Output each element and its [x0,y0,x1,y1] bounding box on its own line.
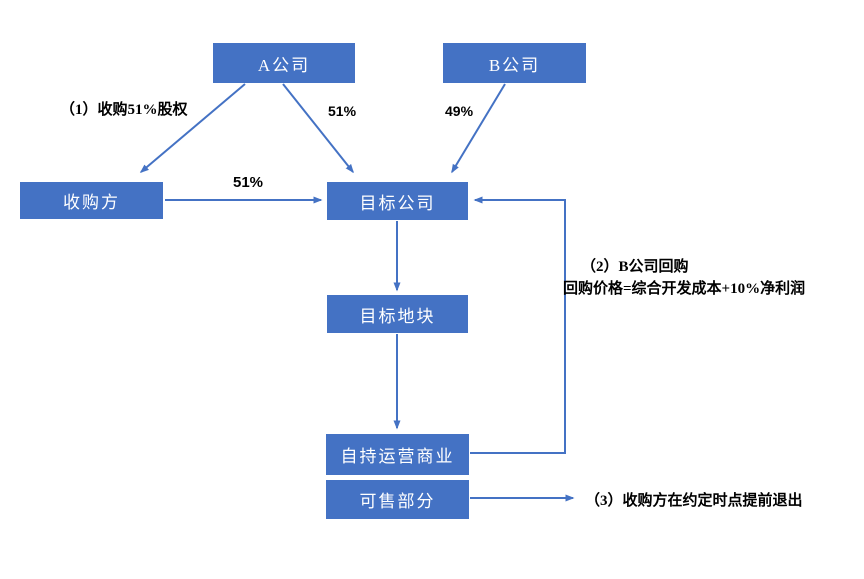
label-step2-line1: （2）B公司回购 [581,259,689,275]
node-company-a: A公司 [213,43,355,83]
label-step1: （1）收购51%股权 [60,102,188,118]
label-51-acquirer: 51% [233,174,264,191]
label-step2: （2）B公司回购 回购价格=综合开发成本+10%净利润 [563,256,805,300]
label-49-from-b: 49% [445,103,474,119]
node-company-b: B公司 [443,43,586,83]
edge-b-to-target [451,83,506,174]
node-sellable-portion: 可售部分 [326,480,469,519]
node-target-company: 目标公司 [327,182,468,220]
node-target-land: 目标地块 [327,295,468,333]
label-step2-line2: 回购价格=综合开发成本+10%净利润 [563,281,806,297]
edge-selfheld-loop-to-target [470,196,566,454]
edge-a-to-acquirer [139,83,246,173]
node-self-held-business: 自持运营商业 [326,434,469,475]
label-step3: （3）收购方在约定时点提前退出 [585,493,803,509]
edge-a-to-target [282,83,354,174]
node-acquirer: 收购方 [20,182,163,219]
label-51-from-a: 51% [328,103,357,119]
